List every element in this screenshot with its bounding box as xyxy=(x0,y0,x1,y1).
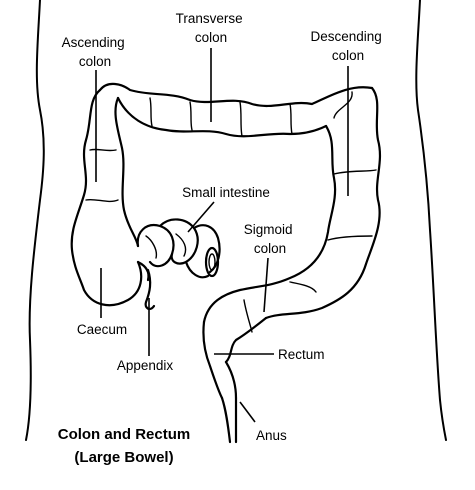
label-appendix: Appendix xyxy=(117,358,174,373)
diagram-caption: Colon and Rectum (Large Bowel) xyxy=(58,426,191,466)
caption-line-1: Colon and Rectum xyxy=(58,426,191,443)
caption-line-2: (Large Bowel) xyxy=(74,449,173,466)
small-intestine-drawing xyxy=(136,218,221,279)
label-anus: Anus xyxy=(256,428,287,443)
label-descending-colon: Descending colon xyxy=(310,29,385,63)
leader-sigmoid xyxy=(263,257,269,313)
torso-outline xyxy=(25,0,447,441)
colon-drawing xyxy=(70,82,382,444)
label-rectum: Rectum xyxy=(278,347,325,362)
label-small-intestine: Small intestine xyxy=(182,185,270,200)
label-ascending-colon: Ascending colon xyxy=(62,35,129,69)
label-sigmoid-colon: Sigmoid colon xyxy=(244,222,297,256)
label-caecum: Caecum xyxy=(77,322,127,337)
labels: Transverse colon Ascending colon Descend… xyxy=(62,11,385,443)
leader-small-intestine xyxy=(187,201,215,233)
label-leaders xyxy=(95,48,349,423)
label-transverse-colon: Transverse colon xyxy=(176,11,247,45)
leader-anus xyxy=(239,401,256,423)
